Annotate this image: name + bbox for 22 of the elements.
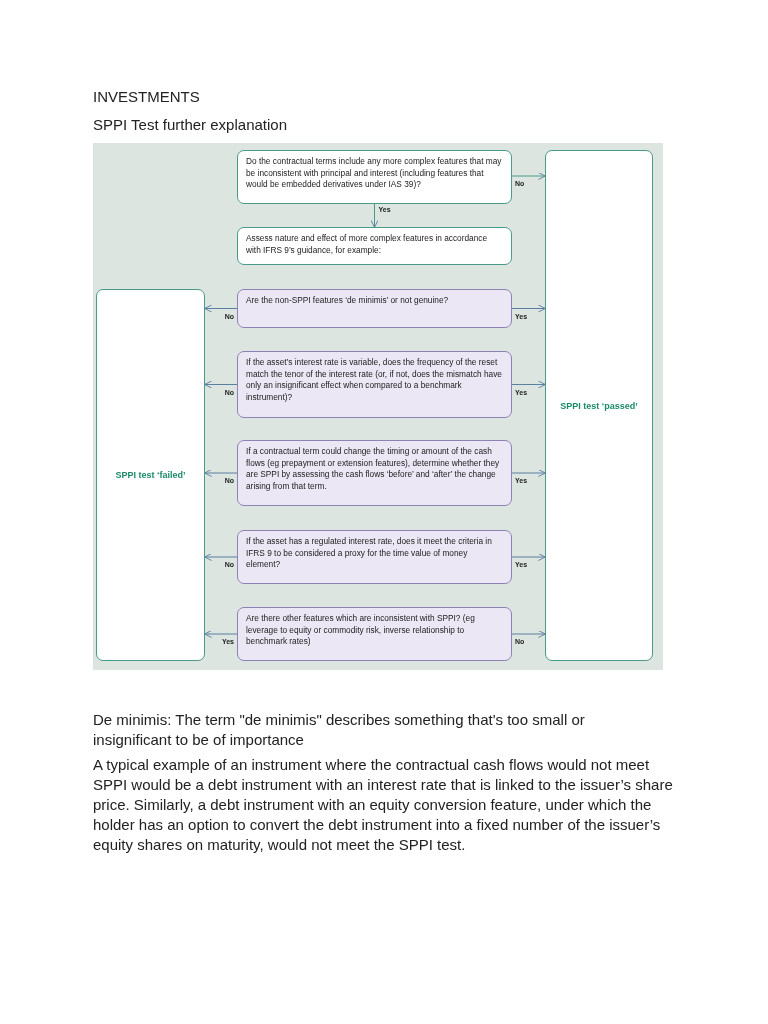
outcome-text: SPPI test ‘passed’ <box>560 400 638 411</box>
question-text: If the asset’s interest rate is variable, does the frequency of the reset match the tenor of the interest rate (or, if not, does the mismatch have only an insignificant effect when compared to a benchmark instrument)? <box>246 357 503 403</box>
question-text: Assess nature and effect of more complex features in accordance with IFRS 9’s guidance, for example: <box>246 233 489 256</box>
question-text: If the asset has a regulated interest rate, does it meet the criteria in IFRS 9 to be considered a proxy for the time value of money element? <box>246 536 493 571</box>
question-text: Are the non-SPPI features ‘de minimis’ or not genuine? <box>246 295 450 307</box>
question-box <box>237 150 512 204</box>
decision-box <box>237 351 512 418</box>
decision-box <box>237 289 512 328</box>
question-text: Are there other features which are inconsistent with SPPI? (eg leverage to equity or commodity risk, inverse relationship to benchmark rates) <box>246 613 476 648</box>
question-box <box>237 227 512 265</box>
outcome-box <box>545 150 653 661</box>
subheading: SPPI Test further explanation <box>93 115 288 135</box>
decision-box <box>237 607 512 661</box>
decision-box <box>237 440 512 506</box>
page-heading: INVESTMENTS <box>93 87 200 107</box>
definition-paragraph: De minimis: The term "de minimis" describes something that's too small or insignificant to be of importance <box>93 710 586 750</box>
question-text: If a contractual term could change the timing or amount of the cash flows (eg prepayment or extension features), determine whether they are SPPI by assessing the cash flows ‘before’ and ‘after’ the change arising from that term. <box>246 446 501 492</box>
outcome-text: SPPI test ‘failed’ <box>115 470 186 480</box>
decision-box <box>237 530 512 584</box>
body-paragraph: A typical example of an instrument where the contractual cash flows would not meet SPPI would be a debt instrument with an interest rate that is linked to the issuer’s share price. Similarly, a debt instrument with an equity conversion feature, under which the holder has an option to convert the debt instrument into a fixed number of the issuer’s equity shares on maturity, would not meet the SPPI test. <box>93 755 674 855</box>
question-text: Do the contractual terms include any more complex features that may be inconsistent with principal and interest (including features that would be embedded derivatives under IAS 39)? <box>246 156 503 191</box>
outcome-box <box>96 289 205 661</box>
